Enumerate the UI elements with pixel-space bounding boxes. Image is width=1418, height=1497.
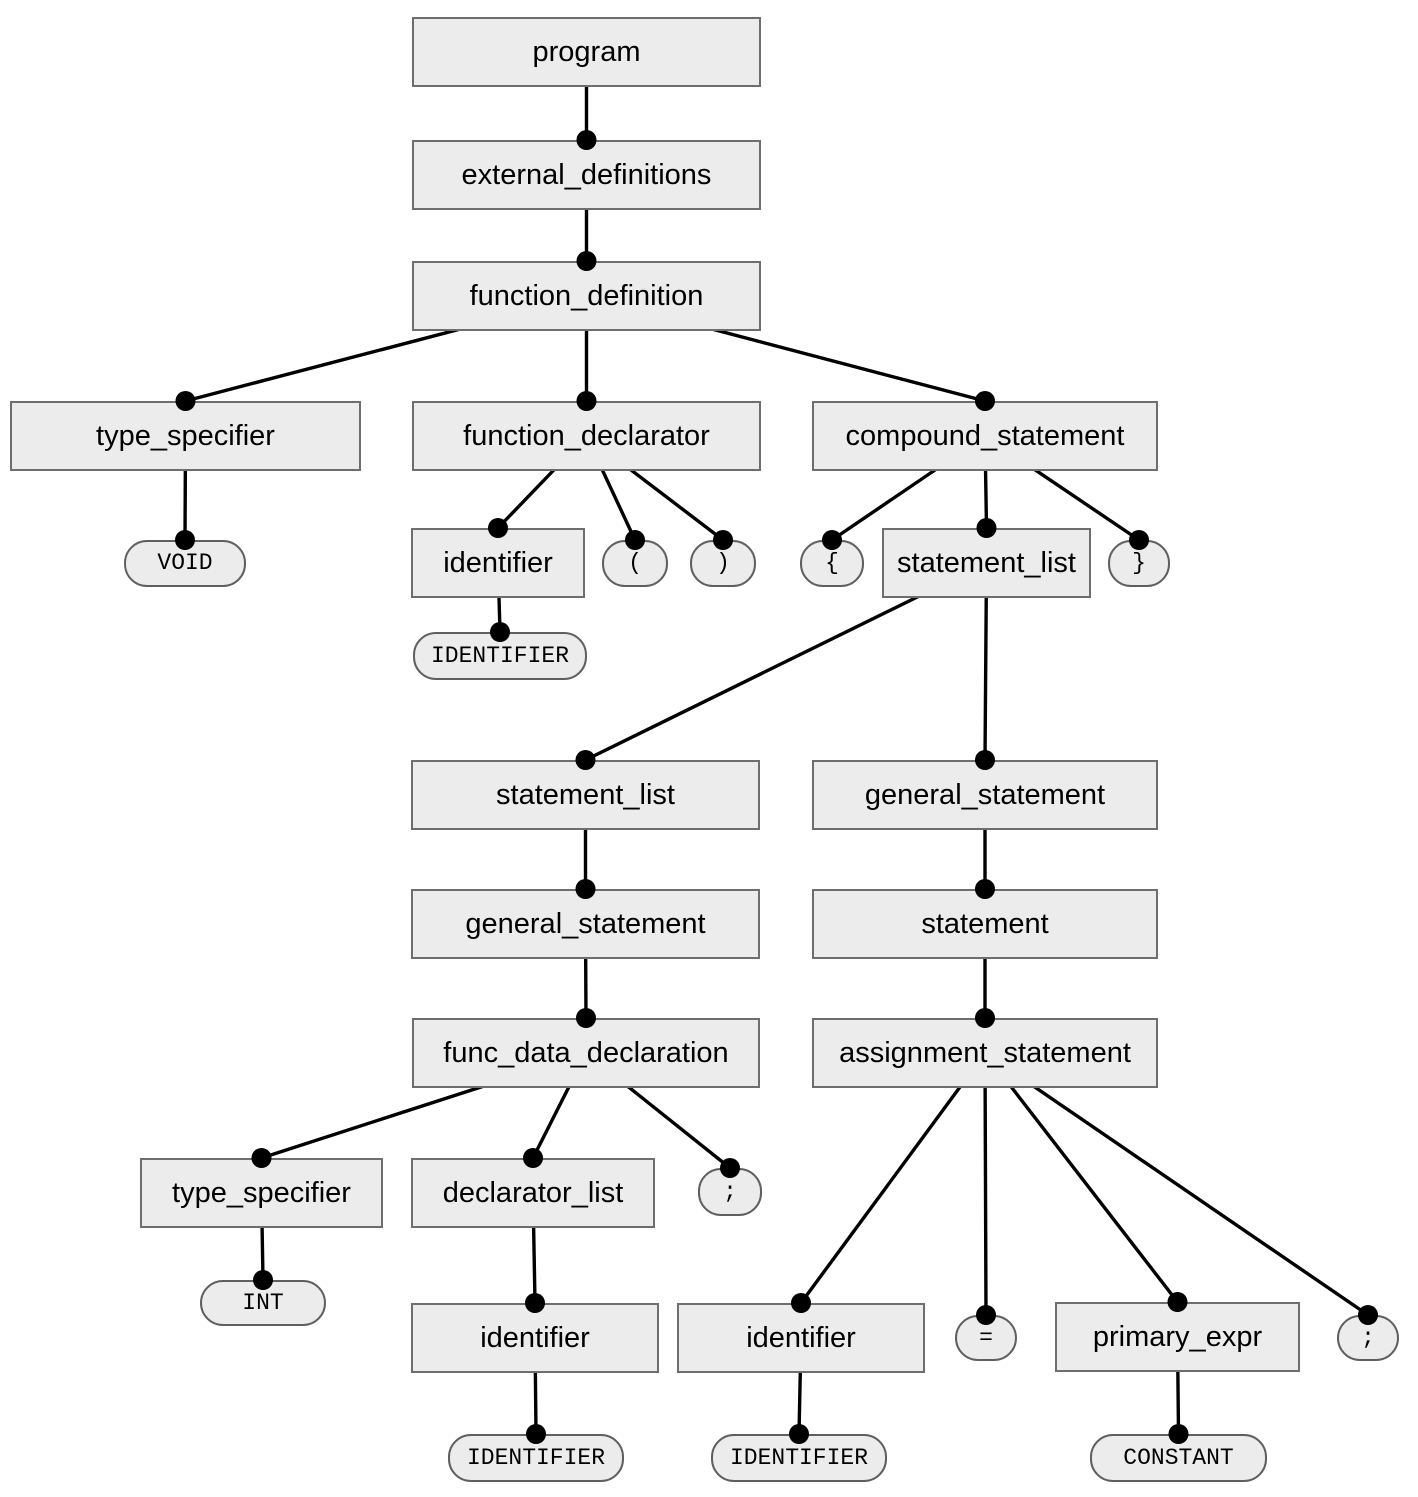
node-rbrace: } bbox=[1108, 540, 1170, 587]
node-label: assignment_statement bbox=[839, 1036, 1131, 1069]
node-label: IDENTIFIER bbox=[729, 1444, 869, 1471]
node-label: INT bbox=[242, 1289, 284, 1316]
node-type-specifier-2: type_specifier bbox=[140, 1158, 383, 1228]
node-identifier-term-2: IDENTIFIER bbox=[448, 1434, 624, 1482]
node-label: statement bbox=[921, 907, 1049, 940]
node-label: IDENTIFIER bbox=[430, 642, 570, 669]
node-general-statement-l: general_statement bbox=[411, 889, 760, 959]
node-type-specifier-1: type_specifier bbox=[10, 401, 361, 471]
node-label: declarator_list bbox=[442, 1176, 624, 1209]
node-function-definition: function_definition bbox=[412, 261, 761, 331]
node-void-term: VOID bbox=[124, 540, 246, 587]
node-label: ) bbox=[716, 550, 730, 576]
node-identifier-term-3: IDENTIFIER bbox=[711, 1434, 887, 1482]
node-label: ; bbox=[723, 1178, 737, 1205]
node-int-term: INT bbox=[200, 1280, 326, 1326]
node-label: identifier bbox=[480, 1321, 590, 1354]
node-rparen: ) bbox=[690, 540, 756, 587]
node-statement-list-2: statement_list bbox=[411, 760, 760, 830]
node-semi-2: ; bbox=[1337, 1315, 1399, 1361]
node-label: IDENTIFIER bbox=[466, 1444, 606, 1471]
node-label: identifier bbox=[746, 1321, 856, 1354]
node-constant-term: CONSTANT bbox=[1090, 1434, 1267, 1482]
node-general-statement-r: general_statement bbox=[812, 760, 1158, 830]
node-label: = bbox=[979, 1324, 993, 1351]
node-identifier-2: identifier bbox=[411, 1303, 659, 1373]
node-label: external_definitions bbox=[461, 158, 712, 191]
node-label: general_statement bbox=[465, 907, 706, 940]
node-lbrace: { bbox=[800, 540, 864, 587]
node-equals: = bbox=[955, 1315, 1017, 1361]
node-label: statement_list bbox=[496, 778, 675, 811]
node-declarator-list: declarator_list bbox=[411, 1158, 655, 1228]
node-statement-list-1: statement_list bbox=[882, 528, 1091, 598]
node-assignment-statement: assignment_statement bbox=[812, 1018, 1158, 1088]
node-statement: statement bbox=[812, 889, 1158, 959]
node-program: program bbox=[412, 17, 761, 87]
node-label: { bbox=[825, 550, 839, 576]
node-label: primary_expr bbox=[1092, 1320, 1263, 1353]
node-primary-expr: primary_expr bbox=[1055, 1302, 1300, 1372]
node-label: } bbox=[1132, 550, 1146, 576]
node-identifier-1: identifier bbox=[411, 528, 585, 598]
node-label: VOID bbox=[157, 550, 213, 576]
node-label: CONSTANT bbox=[1123, 1444, 1234, 1471]
node-identifier-3: identifier bbox=[677, 1303, 925, 1373]
node-identifier-term-1: IDENTIFIER bbox=[413, 632, 587, 680]
node-external-definitions: external_definitions bbox=[412, 140, 761, 210]
node-label: function_definition bbox=[469, 279, 704, 312]
node-label: type_specifier bbox=[172, 1176, 351, 1209]
node-label: function_declarator bbox=[463, 419, 710, 452]
node-label: program bbox=[532, 35, 641, 68]
node-label: compound_statement bbox=[845, 419, 1125, 452]
node-label: ; bbox=[1361, 1324, 1375, 1351]
node-label: identifier bbox=[443, 546, 553, 579]
node-semi-1: ; bbox=[698, 1168, 762, 1216]
node-label: ( bbox=[628, 550, 642, 576]
node-label: statement_list bbox=[897, 546, 1076, 579]
node-label: type_specifier bbox=[96, 419, 275, 452]
node-func-data-declaration: func_data_declaration bbox=[412, 1018, 760, 1088]
node-lparen: ( bbox=[602, 540, 668, 587]
node-function-declarator: function_declarator bbox=[412, 401, 761, 471]
node-compound-statement: compound_statement bbox=[812, 401, 1158, 471]
node-label: func_data_declaration bbox=[443, 1036, 729, 1069]
node-label: general_statement bbox=[864, 778, 1106, 811]
